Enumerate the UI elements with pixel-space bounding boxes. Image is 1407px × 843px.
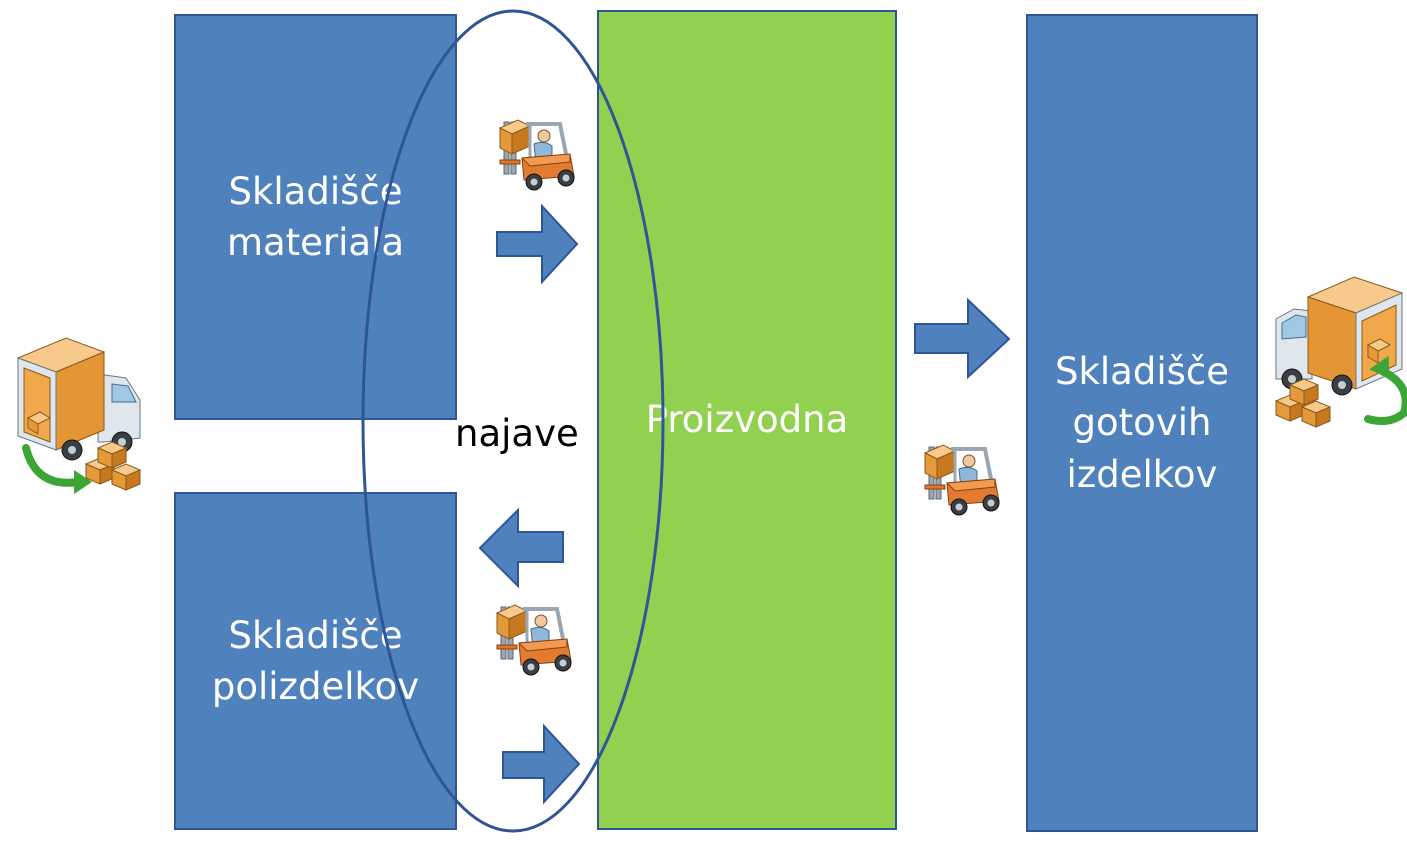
forklift-icon bbox=[498, 118, 576, 192]
finished-store-label: Skladišče gotovih izdelkov bbox=[1054, 350, 1229, 496]
forklift-icon bbox=[923, 443, 1001, 517]
finished-store-box: Skladišče gotovih izdelkov bbox=[1026, 14, 1258, 832]
production-box: Proizvodna bbox=[597, 10, 897, 830]
forklift-icon bbox=[495, 603, 573, 677]
arrow-to-finished-store bbox=[914, 297, 1011, 380]
semi-store-label: Skladišče polizdelkov bbox=[211, 613, 420, 708]
arrow-to-production-top bbox=[496, 203, 579, 285]
delivery-truck-icon bbox=[16, 337, 141, 494]
oval-label: najave bbox=[455, 412, 579, 455]
production-label: Proizvodna bbox=[645, 398, 849, 442]
arrow-to-semi-store bbox=[478, 507, 564, 589]
najave-oval bbox=[361, 9, 665, 833]
arrow-to-production-bottom bbox=[502, 723, 581, 805]
semi-store-box: Skladišče polizdelkov bbox=[174, 492, 457, 830]
shipping-truck-icon bbox=[1275, 276, 1407, 428]
